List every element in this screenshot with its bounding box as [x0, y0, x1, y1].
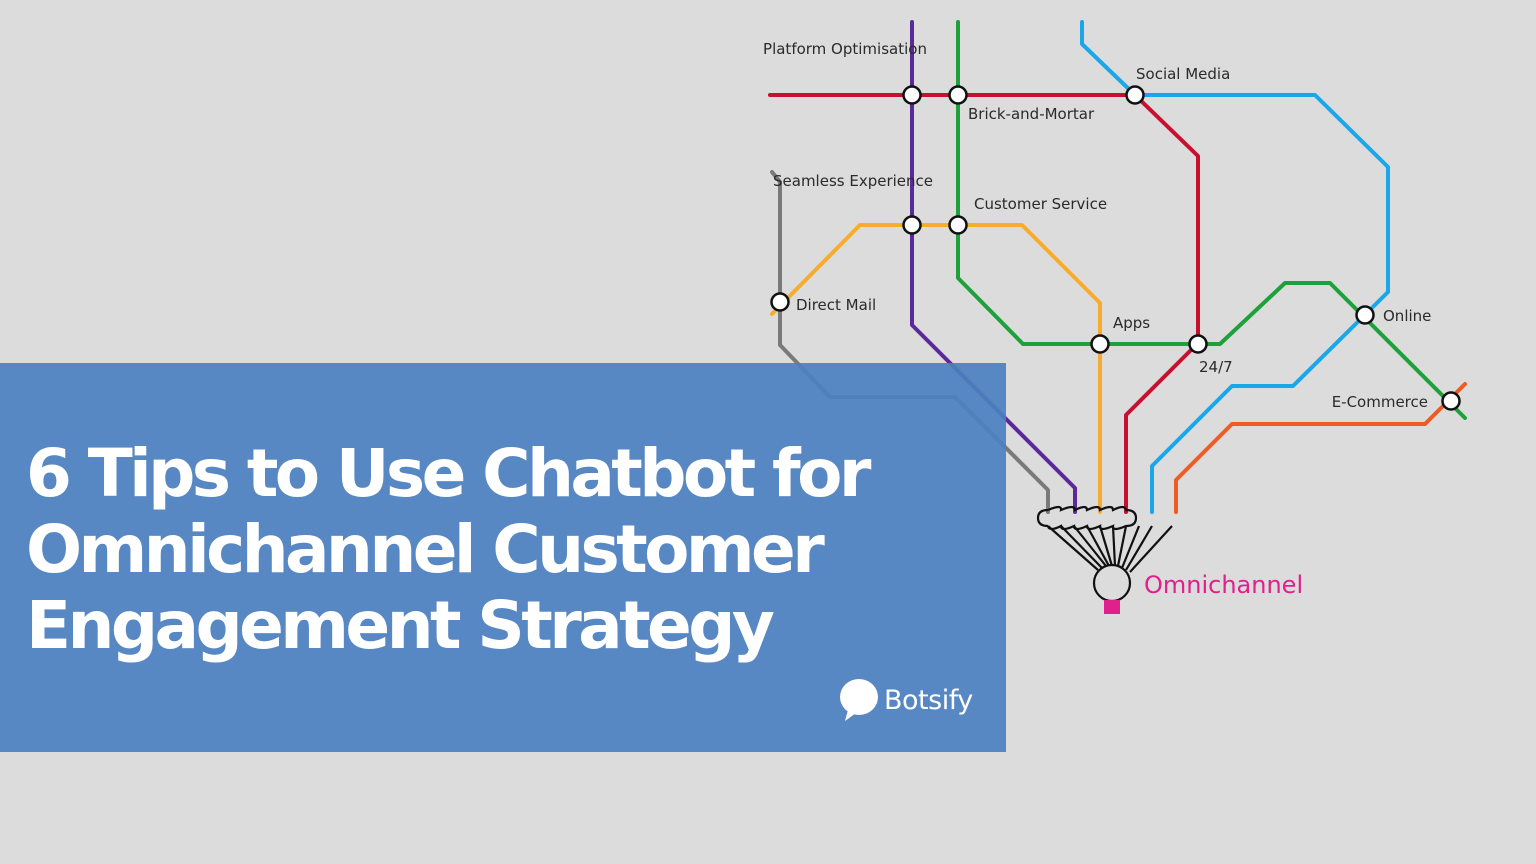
- speech-bubble-icon: [840, 679, 878, 721]
- title-line-2: Omnichannel Customer: [26, 511, 825, 588]
- label-customer-service: Customer Service: [974, 195, 1107, 213]
- dark-orange-line: [1174, 382, 1467, 514]
- blue-line: [1080, 20, 1390, 514]
- title-line-3: Engagement Strategy: [26, 587, 775, 664]
- title-banner: [0, 363, 1006, 752]
- station-seamless-experience: [902, 215, 922, 235]
- label-apps: Apps: [1113, 314, 1150, 332]
- label-direct-mail: Direct Mail: [796, 296, 876, 314]
- station-direct-mail: [770, 292, 790, 312]
- orange-line: [770, 223, 1102, 514]
- label-24-7: 24/7: [1199, 358, 1233, 376]
- page-title: 6 Tips to Use Chatbot for Omnichannel Cu…: [26, 436, 986, 664]
- label-online: Online: [1383, 307, 1431, 325]
- label-social-media: Social Media: [1136, 65, 1230, 83]
- hub-label: Omnichannel: [1144, 571, 1303, 599]
- station-customer-service: [948, 215, 968, 235]
- title-line-1: 6 Tips to Use Chatbot for: [26, 435, 871, 512]
- station-brick-and-mortar: [948, 85, 968, 105]
- station-online: [1355, 305, 1375, 325]
- station-e-commerce: [1441, 391, 1461, 411]
- red-line: [768, 93, 1200, 514]
- hub-marker: [1104, 600, 1120, 614]
- green-line: [956, 20, 1467, 420]
- station-apps: [1090, 334, 1110, 354]
- label-platform: Platform Optimisation: [763, 40, 927, 58]
- label-e-commerce: E-Commerce: [1332, 393, 1428, 411]
- station-24-7: [1188, 334, 1208, 354]
- label-seamless: Seamless Experience: [773, 172, 933, 190]
- station-social-media: [1125, 85, 1145, 105]
- label-brick-and-mortar: Brick-and-Mortar: [968, 105, 1095, 123]
- omnichannel-hub-icon: [1036, 505, 1173, 603]
- station-platform-optimisation: [902, 85, 922, 105]
- brand-name: Botsify: [884, 684, 973, 716]
- brand-logo: Botsify: [838, 678, 973, 722]
